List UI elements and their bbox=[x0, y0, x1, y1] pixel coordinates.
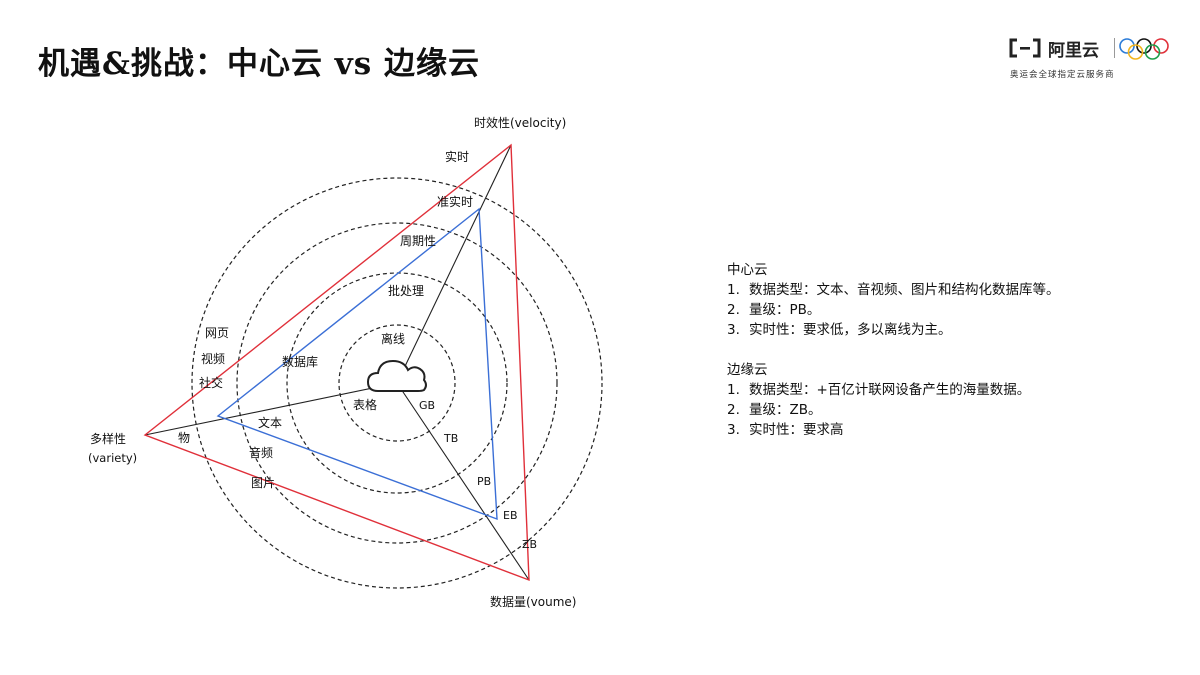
edge-cloud-section: 边缘云 1. 数据类型：+百亿计联网设备产生的海量数据。 2. 量级：ZB。 3… bbox=[727, 360, 1187, 440]
tick-volume-gb: GB bbox=[419, 399, 435, 412]
logo-tagline: 奥运会全球指定云服务商 bbox=[1010, 70, 1115, 80]
list-item: 1. 数据类型：+百亿计联网设备产生的海量数据。 bbox=[727, 380, 1187, 400]
tick-variety-webpage: 网页 bbox=[205, 326, 229, 340]
list-item: 2. 量级：ZB。 bbox=[727, 400, 1187, 420]
ring-2 bbox=[286, 272, 508, 494]
list-item-text: 实时性：要求高 bbox=[749, 422, 844, 438]
notes-panel: 中心云 1. 数据类型：文本、音视频、图片和结构化数据库等。 2. 量级：PB。… bbox=[727, 260, 1187, 460]
tick-volume-eb: EB bbox=[503, 509, 518, 522]
axis-label-variety-2: (variety) bbox=[88, 451, 137, 465]
tick-volume-zb: ZB bbox=[522, 538, 537, 551]
olympic-rings-icon bbox=[1119, 38, 1169, 60]
tick-variety-video: 视频 bbox=[201, 351, 225, 366]
ring-3 bbox=[236, 222, 558, 544]
brand-logo: 阿里云 奥运会全球指定云服务商 bbox=[1008, 36, 1169, 88]
axis-label-velocity: 时效性(velocity) bbox=[474, 115, 566, 130]
list-item-number: 3. bbox=[727, 422, 740, 438]
axis-variety bbox=[144, 382, 398, 436]
tick-variety-table: 表格 bbox=[353, 397, 377, 412]
axes bbox=[144, 144, 530, 581]
aliyun-logo-icon bbox=[1009, 38, 1041, 58]
edge-cloud-title: 边缘云 bbox=[727, 362, 768, 378]
edge-cloud-triangle bbox=[143, 143, 530, 582]
edge-cloud-list: 1. 数据类型：+百亿计联网设备产生的海量数据。 2. 量级：ZB。 3. 实时… bbox=[727, 380, 1187, 440]
list-item: 3. 实时性：要求低，多以离线为主。 bbox=[727, 320, 1187, 340]
center-cloud-triangle bbox=[216, 207, 498, 521]
tick-velocity-offline: 离线 bbox=[381, 331, 405, 346]
cloud-icon bbox=[366, 359, 427, 392]
ring-1 bbox=[338, 324, 456, 442]
rings bbox=[191, 177, 603, 589]
page-title: 机遇&挑战：中心云 vs 边缘云 bbox=[38, 46, 481, 82]
tick-velocity-realtime: 实时 bbox=[445, 149, 469, 164]
radar-diagram: 时效性(velocity) 多样性 (variety) 数据量(voume) 离… bbox=[88, 115, 603, 609]
axis-volume bbox=[396, 382, 530, 581]
axis-label-variety-1: 多样性 bbox=[90, 431, 126, 446]
axis-velocity bbox=[396, 144, 512, 384]
tick-velocity-batch: 批处理 bbox=[388, 283, 424, 298]
list-item: 3. 实时性：要求高 bbox=[727, 420, 1187, 440]
tick-volume-pb: PB bbox=[477, 475, 491, 488]
tick-velocity-periodic: 周期性 bbox=[400, 234, 436, 248]
tick-variety-social: 社交 bbox=[199, 375, 223, 390]
list-item-text: 数据类型：文本、音视频、图片和结构化数据库等。 bbox=[749, 282, 1060, 298]
center-cloud-title: 中心云 bbox=[727, 262, 768, 278]
tick-variety-image: 图片 bbox=[251, 476, 275, 490]
list-item-text: 量级：ZB。 bbox=[749, 402, 822, 418]
list-item-text: 数据类型：+百亿计联网设备产生的海量数据。 bbox=[749, 382, 1031, 398]
center-cloud-section: 中心云 1. 数据类型：文本、音视频、图片和结构化数据库等。 2. 量级：PB。… bbox=[727, 260, 1187, 340]
tick-volume-tb: TB bbox=[443, 432, 458, 445]
logo-divider bbox=[1114, 38, 1115, 58]
list-item-text: 量级：PB。 bbox=[749, 302, 821, 318]
center-cloud-list: 1. 数据类型：文本、音视频、图片和结构化数据库等。 2. 量级：PB。 3. … bbox=[727, 280, 1187, 340]
list-item-number: 3. bbox=[727, 322, 740, 338]
tick-variety-things: 物 bbox=[178, 431, 190, 445]
tick-velocity-near-realtime: 准实时 bbox=[437, 194, 473, 209]
list-item-number: 2. bbox=[727, 402, 740, 418]
tick-variety-text: 文本 bbox=[258, 415, 282, 430]
tick-variety-audio: 音频 bbox=[249, 445, 273, 460]
tick-variety-database: 数据库 bbox=[282, 354, 318, 369]
list-item: 1. 数据类型：文本、音视频、图片和结构化数据库等。 bbox=[727, 280, 1187, 300]
list-item: 2. 量级：PB。 bbox=[727, 300, 1187, 320]
logo-name: 阿里云 bbox=[1048, 41, 1099, 61]
list-item-number: 1. bbox=[727, 382, 740, 398]
axis-label-volume: 数据量(voume) bbox=[490, 594, 577, 609]
ring-4 bbox=[191, 177, 603, 589]
list-item-number: 2. bbox=[727, 302, 740, 318]
list-item-text: 实时性：要求低，多以离线为主。 bbox=[749, 322, 952, 338]
list-item-number: 1. bbox=[727, 282, 740, 298]
